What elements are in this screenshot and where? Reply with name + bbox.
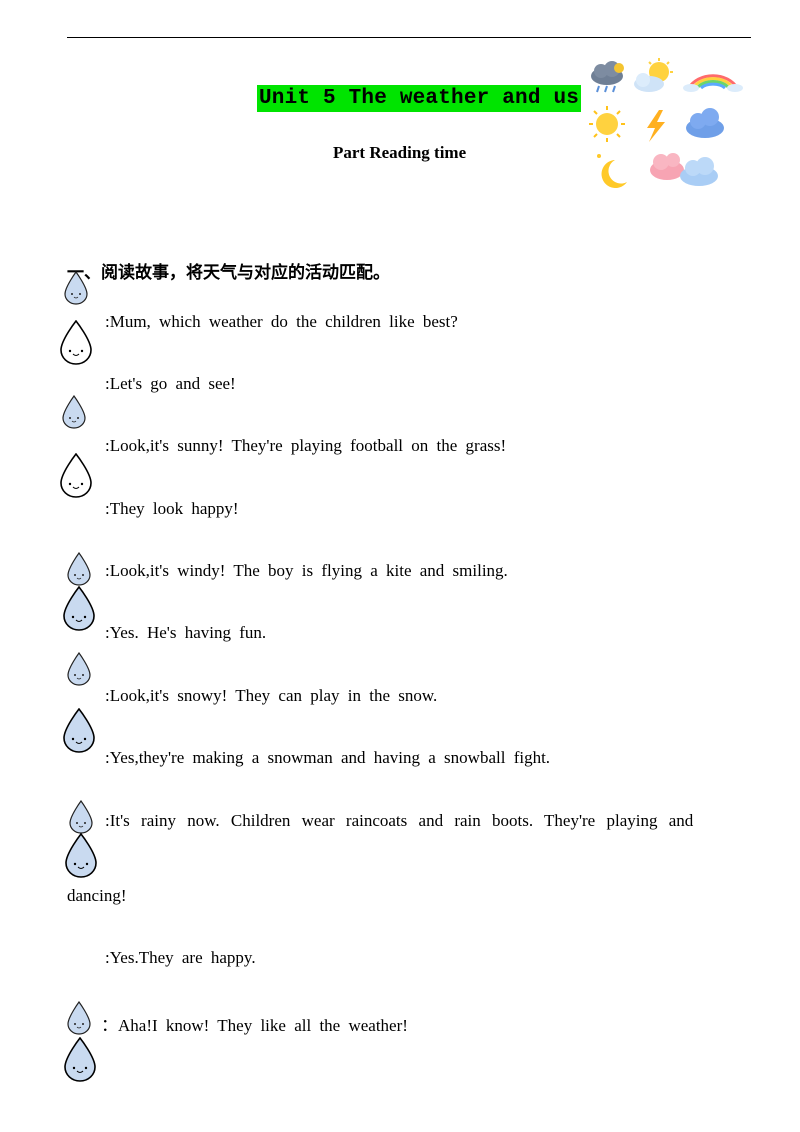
story-line: :Yes,they're making a snowman and having… bbox=[105, 748, 551, 767]
small-raindrop-icon bbox=[69, 800, 93, 834]
big-raindrop-icon bbox=[65, 833, 97, 878]
big-raindrop-icon bbox=[63, 708, 95, 753]
pink-cloud-icon bbox=[650, 153, 684, 180]
header-rule bbox=[67, 37, 751, 38]
big-raindrop-icon bbox=[60, 453, 92, 498]
story-line: :They look happy! bbox=[105, 499, 239, 518]
big-raindrop-icon bbox=[64, 1037, 96, 1082]
story-line: :Yes.They are happy. bbox=[105, 948, 256, 967]
story-line: :Mum, which weather do the children like… bbox=[105, 312, 458, 331]
sun-cloud-icon bbox=[634, 58, 673, 92]
story-line: :Let's go and see! bbox=[105, 374, 236, 393]
big-raindrop-icon bbox=[63, 586, 95, 631]
cloud-icon bbox=[686, 108, 724, 138]
rain-cloud-icon bbox=[591, 61, 624, 93]
big-raindrop-icon bbox=[60, 320, 92, 365]
moon-icon bbox=[597, 154, 627, 188]
exercise-instruction: 一、阅读故事，将天气与对应的活动匹配。 bbox=[67, 263, 390, 283]
story-line: :Look,it's windy! The boy is flying a ki… bbox=[105, 561, 508, 580]
story-line: :Yes. He's having fun. bbox=[105, 623, 267, 642]
page-subtitle: Part Reading time bbox=[333, 143, 467, 162]
small-raindrop-icon bbox=[64, 271, 88, 305]
small-raindrop-icon bbox=[67, 1001, 91, 1035]
weather-illustration bbox=[589, 58, 743, 188]
small-raindrop-icon bbox=[62, 395, 86, 429]
blue-cloud-icon bbox=[680, 157, 718, 186]
story-line: :Look,it's snowy! They can play in the s… bbox=[105, 686, 438, 705]
story-line: dancing! bbox=[67, 886, 127, 905]
story-line: :Look,it's sunny! They're playing footba… bbox=[105, 436, 507, 455]
story-line: :It's rainy now. Children wear raincoats… bbox=[105, 811, 694, 830]
lightning-icon bbox=[647, 110, 665, 142]
sun-icon bbox=[589, 106, 625, 142]
page-title: Unit 5 The weather and us bbox=[257, 85, 582, 112]
small-raindrop-icon bbox=[67, 552, 91, 586]
small-raindrop-icon bbox=[67, 652, 91, 686]
rainbow-icon bbox=[683, 74, 743, 92]
story-line: ：Aha!I know! They like all the weather! bbox=[101, 1016, 408, 1035]
